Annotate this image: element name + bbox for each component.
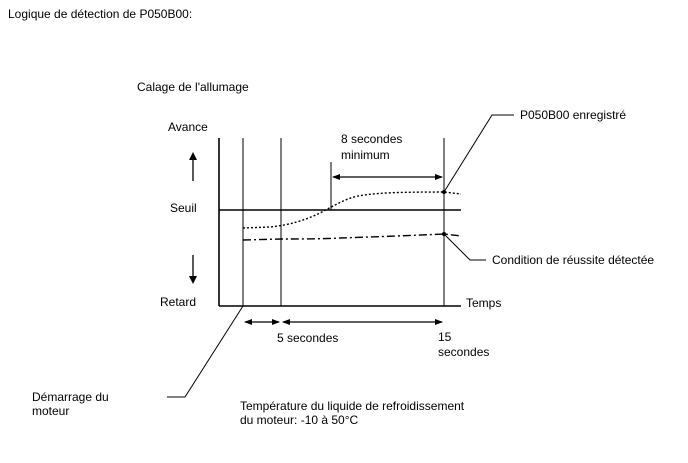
recorded-callout-line	[443, 114, 514, 193]
x-axis-label: Temps	[466, 296, 501, 310]
coolant-temperature-line1: Température du liquide de refroidissemen…	[240, 399, 465, 413]
y-axis-label: Calage de l'allumage	[137, 80, 249, 94]
advance-label: Avance	[168, 120, 208, 134]
duration-8s-label-line1: 8 secondes	[341, 132, 402, 146]
engine-start-label-line1: Démarrage du	[32, 390, 109, 404]
engine-start-label-line2: moteur	[32, 404, 69, 418]
dashdot-timing-curve	[242, 233, 462, 241]
engine-start-callout-line	[167, 305, 244, 398]
recorded-label: P050B00 enregistré	[520, 108, 626, 122]
down-arrow-icon	[189, 255, 197, 284]
fifteen-seconds-label-line1: 15	[438, 330, 452, 344]
threshold-label: Seuil	[170, 201, 197, 215]
dotted-timing-curve	[242, 191, 462, 229]
up-arrow-icon	[189, 152, 197, 181]
five-seconds-label: 5 secondes	[277, 331, 338, 345]
page-title: Logique de détection de P050B00:	[8, 7, 192, 21]
duration-8s-label-line2: minimum	[341, 148, 390, 162]
coolant-temperature-line2: du moteur: -10 à 50°C	[240, 413, 359, 427]
success-label: Condition de réussite détectée	[492, 253, 654, 267]
success-callout-line	[443, 233, 486, 261]
retard-label: Retard	[160, 295, 196, 309]
fifteen-seconds-label-line2: secondes	[438, 345, 489, 359]
